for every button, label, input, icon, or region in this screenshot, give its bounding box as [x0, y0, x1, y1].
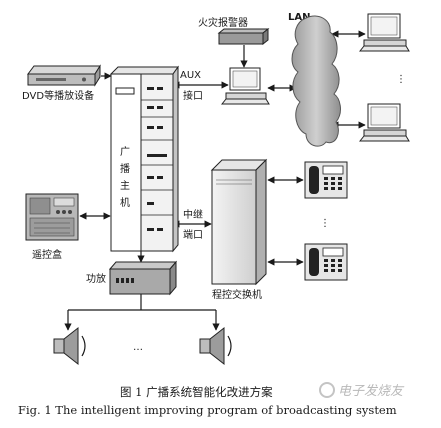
network-computer-1-icon [358, 13, 410, 52]
fire-alarm-icon [217, 27, 270, 46]
host-label-char-4: 机 [120, 196, 130, 209]
fire-alarm-label: 火灾报警器 [198, 16, 248, 29]
lan-cloud-icon [291, 15, 341, 147]
phone-ellipsis: ⋮ [320, 218, 330, 229]
host-label-char-1: 广 [120, 146, 130, 158]
aux-computer-icon [220, 67, 270, 105]
watermark-text: 电子发烧友 [338, 384, 405, 399]
dvd-label: DVD等播放设备 [22, 89, 94, 102]
host-label-char-3: 主 [120, 180, 130, 192]
telephone-1-icon [304, 161, 348, 199]
pbx-label: 程控交换机 [212, 288, 262, 301]
figure-caption-cn: 图 1 广播系统智能化改进方案 [120, 385, 273, 399]
speaker-ellipsis: … [133, 342, 143, 353]
amp-label: 功放 [86, 272, 106, 285]
trunk-port-label: 端口 [183, 228, 203, 241]
aux-label: AUX [180, 70, 201, 81]
telephone-2-icon [304, 243, 348, 281]
connections [64, 30, 366, 331]
watermark-logo-icon [319, 382, 335, 398]
pc-ellipsis: ⋮ [396, 74, 406, 85]
speaker-1-icon [53, 326, 86, 366]
speaker-2-icon [199, 326, 232, 366]
pbx-exchange-icon [210, 158, 268, 286]
aux-port-label: 接口 [183, 89, 203, 102]
remote-label: 遥控盒 [32, 248, 62, 261]
network-computer-2-icon [358, 103, 410, 142]
host-label-char-2: 播 [120, 162, 130, 175]
lan-label: LAN [288, 12, 310, 23]
trunk-label: 中继 [183, 208, 203, 221]
dvd-player-icon [27, 64, 101, 87]
broadcast-host-cabinet [109, 65, 179, 253]
figure-caption-en: Fig. 1 The intelligent improving program… [18, 403, 397, 417]
remote-control-box-icon [25, 193, 79, 241]
amplifier-icon [108, 260, 178, 296]
